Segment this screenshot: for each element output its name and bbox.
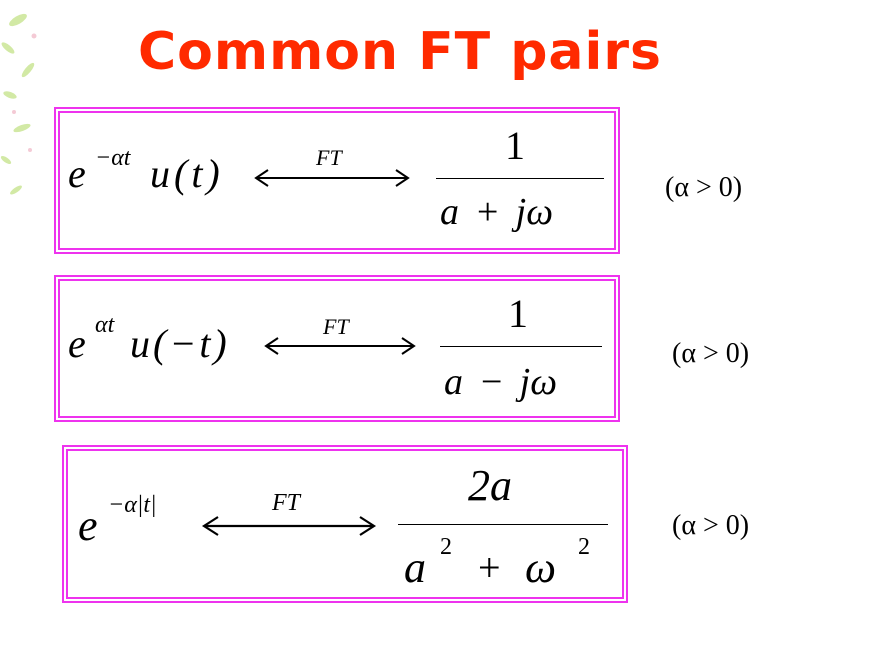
pair2-condition: (α > 0): [672, 338, 750, 369]
pair2-lhs-base: e: [68, 321, 86, 366]
pair3-condition: (α > 0): [672, 510, 750, 541]
pair2-rhs-numerator: 1: [508, 291, 528, 336]
pair3-den-plus: +: [478, 545, 501, 590]
pair2-double-arrow-icon: [264, 337, 416, 355]
pair1-rhs-denominator: a + jω: [440, 191, 554, 233]
pair3-arrow-label: FT: [272, 490, 301, 516]
pair2-rhs-denominator: a − jω: [444, 361, 558, 403]
ft-pair-box-2: [54, 275, 620, 422]
pair1-condition: (α > 0): [665, 172, 743, 203]
page-title: Common FT pairs: [138, 22, 662, 82]
pair3-den-exp-a: 2: [440, 534, 452, 560]
pair2-fraction-bar: [440, 346, 602, 347]
pair1-lhs-base: e: [68, 151, 86, 196]
pair2-lhs-exponent: αt: [95, 312, 115, 338]
pair3-lhs-base: e: [78, 501, 98, 550]
ft-pair-box-1: [54, 107, 620, 254]
pair2-arrow-label: FT: [323, 314, 349, 339]
pair1-rhs-numerator: 1: [505, 123, 525, 168]
pair3-fraction-bar: [398, 524, 608, 525]
pair3-double-arrow-icon: [201, 516, 377, 536]
pair1-lhs-exponent: −αt: [95, 145, 131, 171]
pair1-arrow-label: FT: [316, 145, 342, 170]
pair3-rhs-numerator-2: 2a: [468, 461, 512, 510]
pair3-den-exp-omega: 2: [578, 534, 590, 560]
leaf-decoration-icon: [0, 13, 37, 195]
pair1-double-arrow-icon: [254, 169, 410, 187]
pair3-den-base-omega: ω: [525, 543, 557, 592]
pair1-fraction-bar: [436, 178, 604, 179]
pair3-den-base-a: a: [404, 543, 426, 592]
pair1-lhs-rest: u(t): [150, 151, 224, 196]
pair3-lhs-exponent: −α|t|: [108, 492, 157, 518]
pair2-lhs-rest: u(−t): [130, 321, 230, 366]
